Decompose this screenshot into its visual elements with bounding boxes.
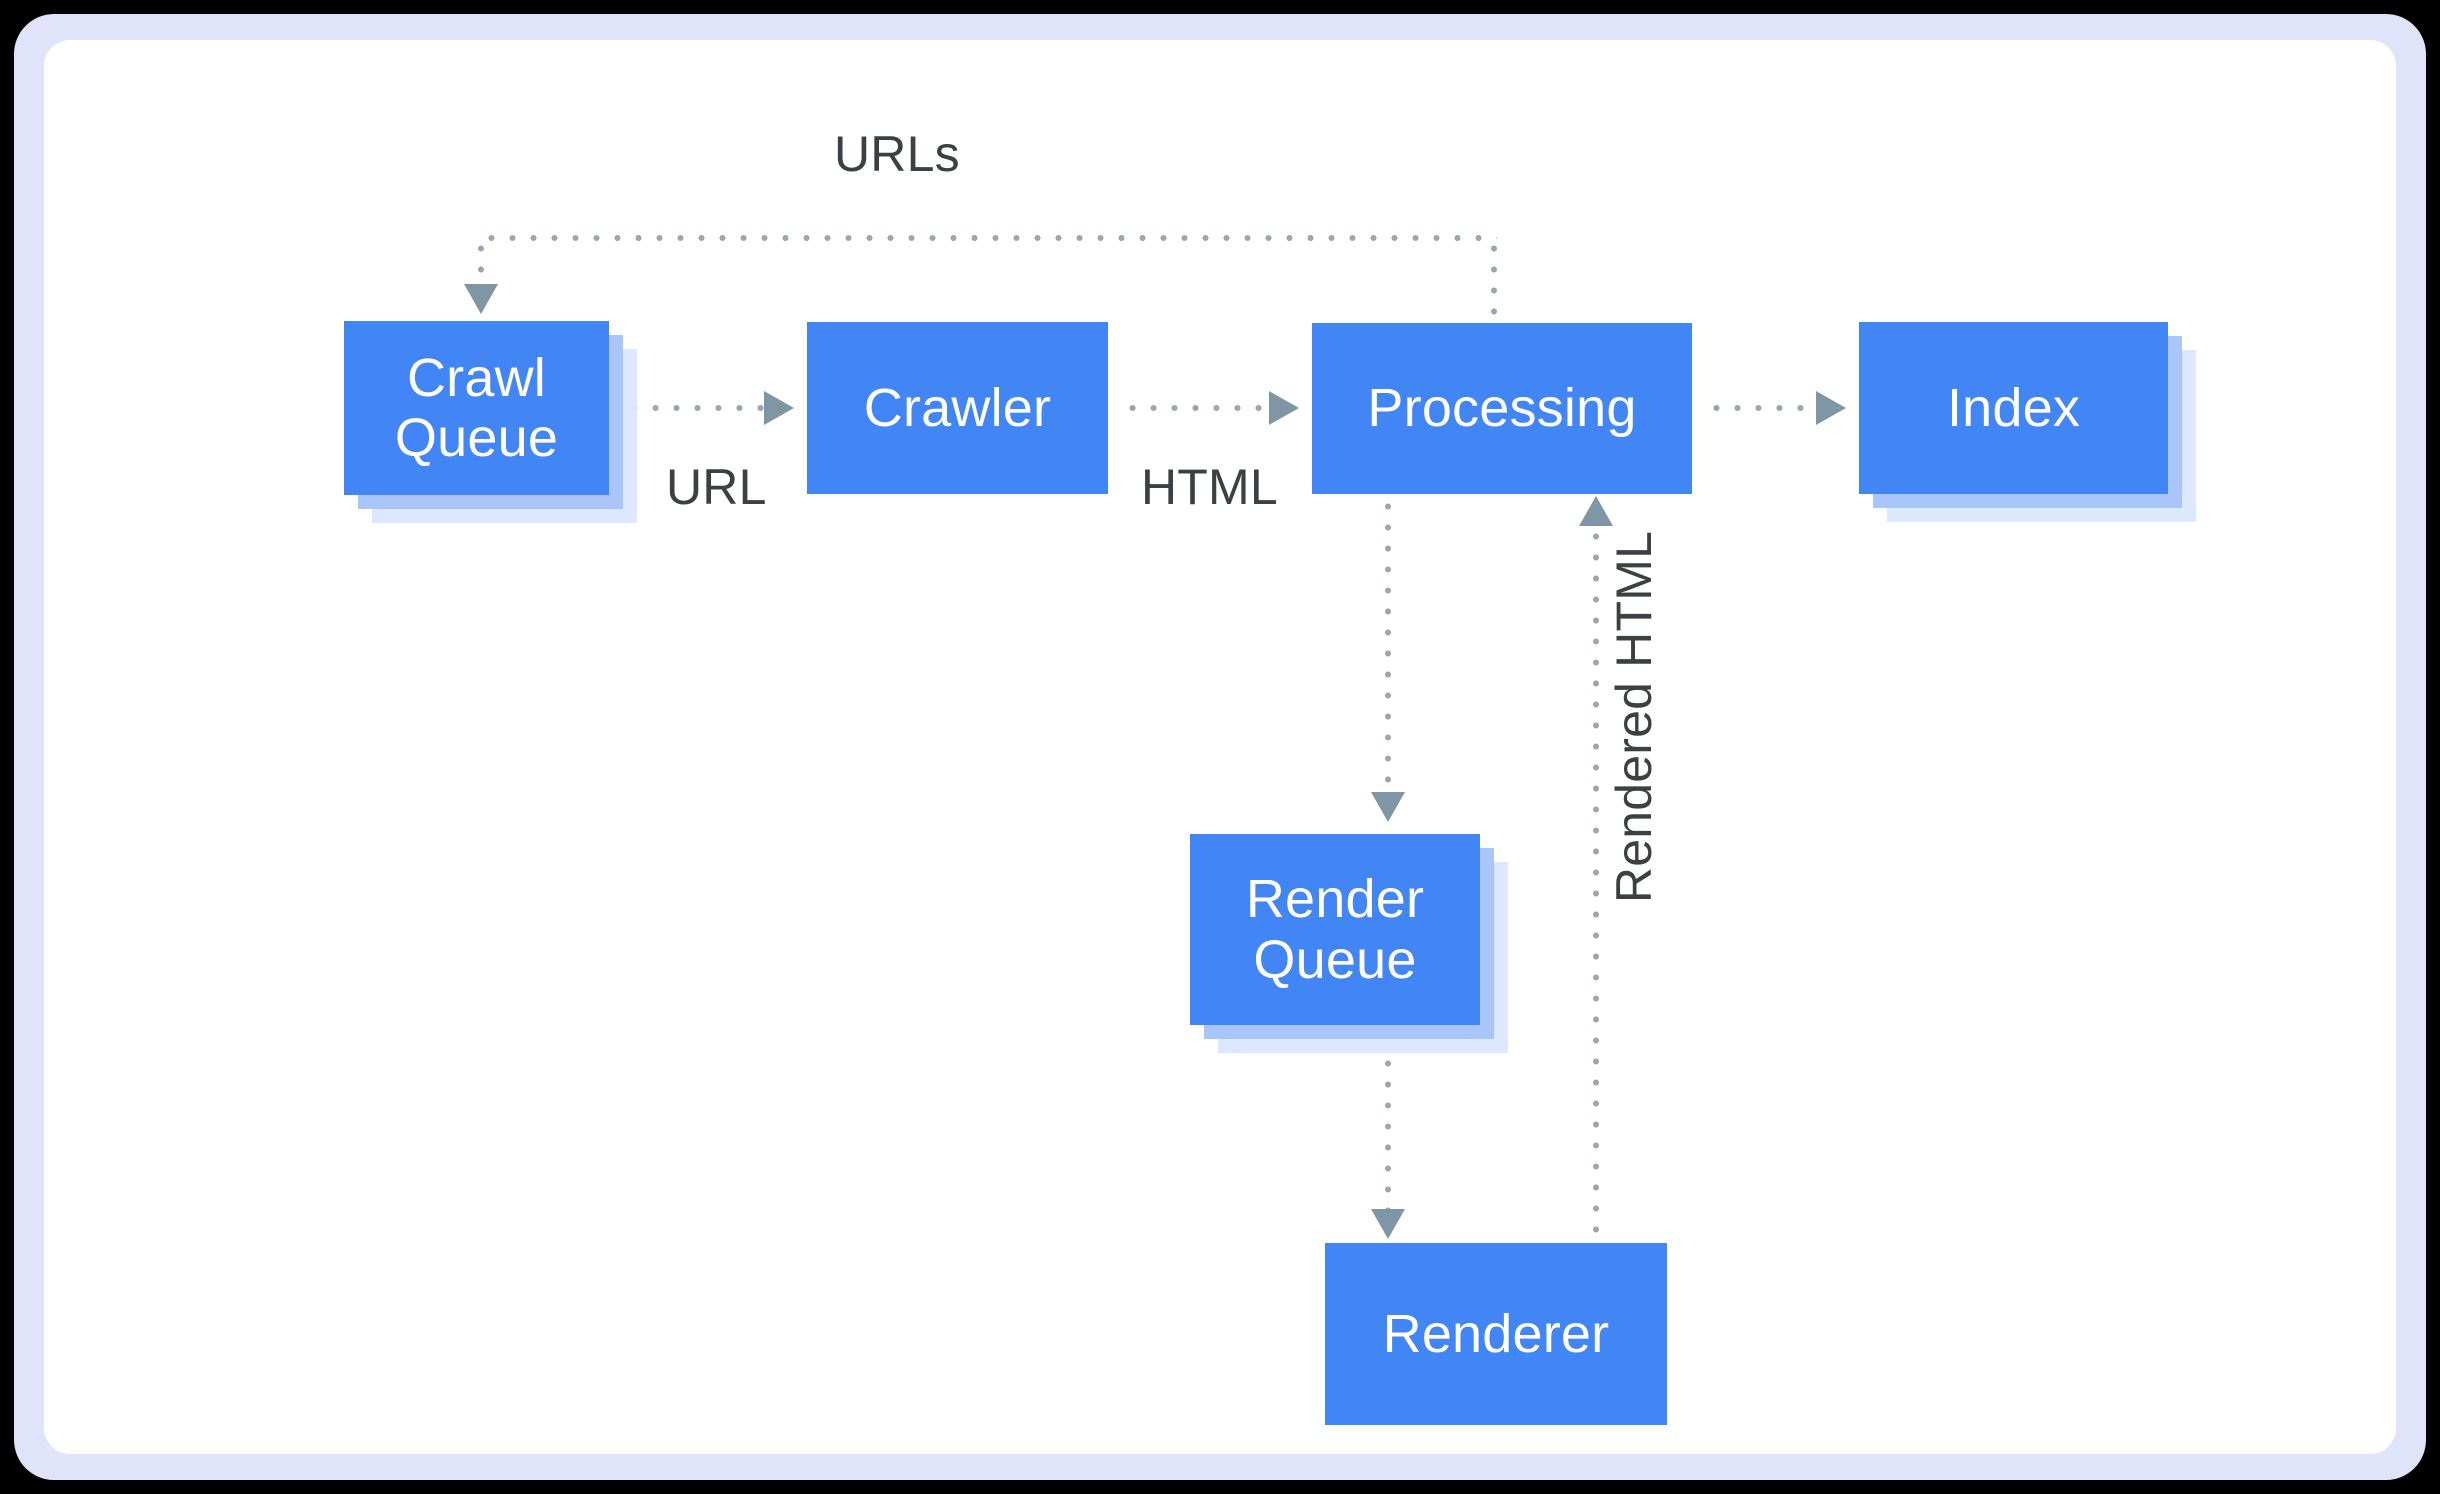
edge-processing-to-crawlqueue-riser bbox=[1491, 238, 1497, 323]
edge-crawlqueue-to-crawler-line bbox=[624, 405, 764, 411]
node-index[interactable]: Index bbox=[1859, 322, 2196, 522]
node-processing[interactable]: Processing bbox=[1312, 323, 1692, 494]
node-index-label: Index bbox=[1946, 377, 2081, 438]
node-crawl-queue-face: Crawl Queue bbox=[344, 321, 609, 495]
node-crawl-queue[interactable]: Crawl Queue bbox=[344, 321, 637, 523]
node-index-face: Index bbox=[1859, 322, 2168, 494]
node-crawler-label: Crawler bbox=[863, 377, 1052, 438]
edge-processing-to-crawlqueue-arrowhead-icon bbox=[464, 284, 498, 314]
edge-label-urls: URLs bbox=[834, 126, 960, 182]
edge-renderqueue-to-renderer-arrowhead-icon bbox=[1371, 1209, 1405, 1239]
node-renderer[interactable]: Renderer bbox=[1325, 1243, 1667, 1425]
node-render-queue[interactable]: Render Queue bbox=[1190, 834, 1508, 1053]
node-renderer-face: Renderer bbox=[1325, 1243, 1667, 1425]
edge-renderer-to-processing-arrowhead-icon bbox=[1579, 496, 1613, 526]
edge-crawler-to-processing-line bbox=[1122, 405, 1269, 411]
edge-crawler-to-processing-arrowhead-icon bbox=[1269, 391, 1299, 425]
edge-crawlqueue-to-crawler-arrowhead-icon bbox=[764, 391, 794, 425]
edge-renderer-to-processing-line bbox=[1593, 526, 1599, 1244]
node-processing-label: Processing bbox=[1367, 378, 1637, 439]
edge-processing-to-renderqueue-arrowhead-icon bbox=[1371, 792, 1405, 822]
edge-processing-to-index-arrowhead-icon bbox=[1816, 391, 1846, 425]
node-render-queue-face: Render Queue bbox=[1190, 834, 1480, 1025]
edge-processing-to-renderqueue-line bbox=[1385, 496, 1391, 792]
node-crawler-face: Crawler bbox=[807, 322, 1108, 494]
edge-processing-to-index-line bbox=[1706, 405, 1816, 411]
edge-processing-to-crawlqueue-span bbox=[481, 235, 1497, 241]
node-crawler[interactable]: Crawler bbox=[807, 322, 1108, 494]
node-processing-face: Processing bbox=[1312, 323, 1692, 494]
node-render-queue-label: Render Queue bbox=[1245, 869, 1425, 990]
edge-renderqueue-to-renderer-line bbox=[1385, 1053, 1391, 1209]
node-crawl-queue-label: Crawl Queue bbox=[394, 347, 559, 468]
diagram-canvas: URLs URL HTML Rendered HTML Crawl Queue … bbox=[44, 40, 2396, 1454]
edge-label-html: HTML bbox=[1141, 459, 1278, 515]
edge-label-rendered-html: Rendered HTML bbox=[1606, 530, 1662, 904]
node-renderer-label: Renderer bbox=[1382, 1303, 1610, 1364]
edge-label-url: URL bbox=[666, 459, 767, 515]
edge-processing-to-crawlqueue-dropper bbox=[478, 238, 484, 286]
